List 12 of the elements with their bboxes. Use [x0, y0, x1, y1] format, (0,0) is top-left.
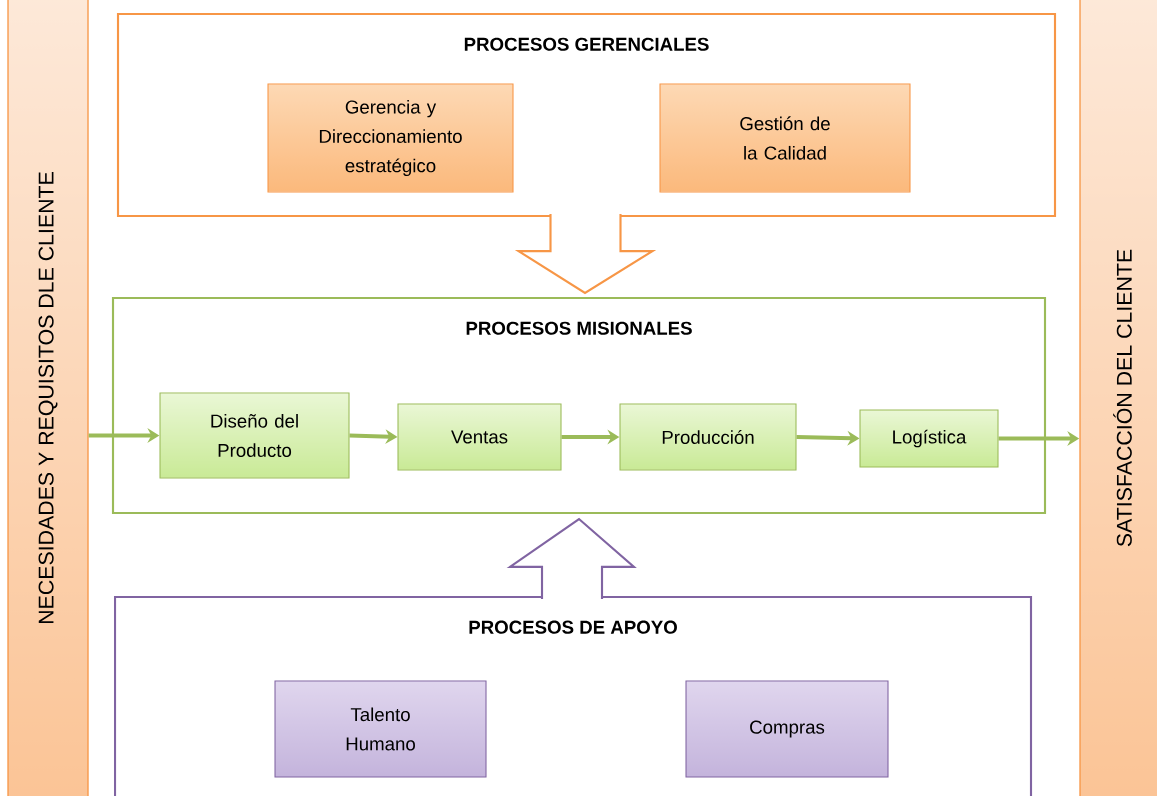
process-box: Producción: [619, 403, 797, 471]
side-band: SATISFACCIÓN DEL CLIENTE: [1079, 0, 1157, 796]
process-box: Logística: [859, 409, 999, 468]
process-box: Gestión de la Calidad: [659, 83, 911, 193]
process-box: Talento Humano: [274, 680, 487, 778]
block-arrow: [514, 213, 657, 295]
process-box: Diseño del Producto: [159, 392, 350, 479]
side-band: NECESIDADES Y REQUISITOS DLE CLIENTE: [7, 0, 89, 796]
block-arrow: [506, 517, 637, 600]
process-box: Gerencia y Direccionamiento estratégico: [267, 83, 514, 193]
process-box: Ventas: [397, 403, 562, 471]
process-box: Compras: [685, 680, 889, 778]
